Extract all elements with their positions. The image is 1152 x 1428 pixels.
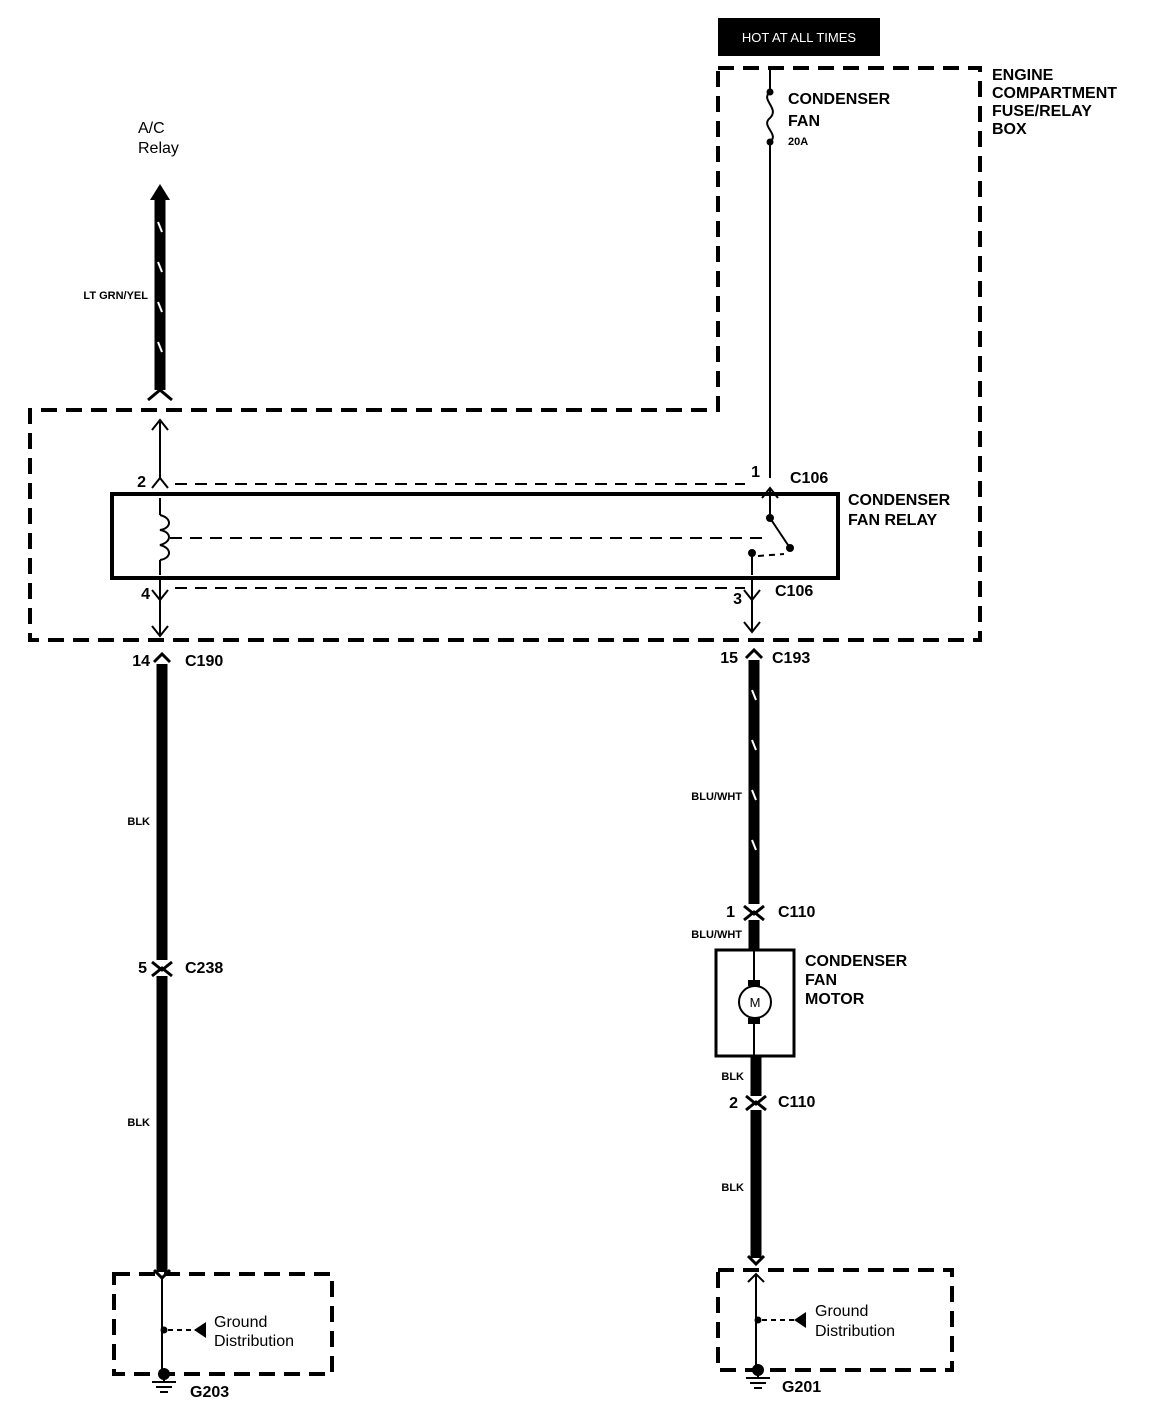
ac-relay-wire (147, 184, 173, 402)
c110-connector-bottom: C110 (778, 1094, 815, 1111)
wire-color-blk-2: BLK (127, 1117, 150, 1129)
c238-pin: 5 (138, 960, 147, 977)
svg-text:A/C: A/C (138, 120, 165, 137)
ground-g203-icon (152, 1368, 176, 1393)
svg-text:Ground: Ground (214, 1314, 267, 1331)
c110-pin-1: 1 (726, 904, 735, 921)
left-ground-distribution: Ground Distribution (160, 1278, 294, 1370)
c190-pin: 14 (132, 653, 150, 670)
relay-pin2-link (151, 418, 745, 489)
svg-text:ENGINE: ENGINE (992, 67, 1054, 84)
fuse-relay-box-title: ENGINE COMPARTMENT FUSE/RELAY BOX (992, 67, 1117, 138)
right-ground-wire (745, 1056, 767, 1267)
svg-text:COMPARTMENT: COMPARTMENT (992, 85, 1117, 102)
c110-pin-2: 2 (729, 1095, 738, 1112)
wire-color-blk-1: BLK (127, 816, 150, 828)
relay-pin-4: 4 (141, 586, 150, 603)
wire-color-blu-wht-1: BLU/WHT (691, 791, 742, 803)
svg-text:Distribution: Distribution (214, 1333, 294, 1350)
power-source-label: HOT AT ALL TIMES (742, 30, 856, 45)
relay-pin-1: 1 (751, 464, 760, 481)
wire-color-blk-3: BLK (721, 1071, 744, 1083)
relay-coil (159, 498, 770, 575)
svg-text:CONDENSER: CONDENSER (788, 91, 891, 108)
relay-pin-3: 3 (733, 591, 742, 608)
fuse-relay-box-outline (28, 66, 982, 642)
relay-pin-2: 2 (137, 474, 146, 491)
svg-text:FAN RELAY: FAN RELAY (848, 512, 938, 529)
svg-text:FAN: FAN (788, 113, 820, 130)
wire-color-blk-4: BLK (721, 1182, 744, 1194)
svg-text:M: M (750, 995, 761, 1010)
left-ground-wire (151, 651, 173, 1281)
condenser-fan-relay-box (110, 492, 840, 580)
svg-text:CONDENSER: CONDENSER (848, 492, 951, 509)
ground-g201-label: G201 (782, 1379, 821, 1396)
ground-g201-icon (746, 1364, 770, 1389)
motor-icon: M (738, 950, 772, 1056)
c110-connector-top: C110 (778, 904, 815, 921)
svg-text:MOTOR: MOTOR (805, 991, 865, 1008)
power-source-badge: HOT AT ALL TIMES (718, 18, 880, 56)
ac-relay-label: A/C Relay (138, 120, 179, 157)
fuse-label: CONDENSER FAN 20A (788, 91, 891, 148)
c238-connector: C238 (185, 960, 223, 977)
right-ground-distribution-box (716, 1268, 954, 1372)
c193-connector: C193 (772, 650, 810, 667)
svg-text:CONDENSER: CONDENSER (805, 953, 908, 970)
relay-switch (748, 486, 794, 575)
wire-color-lt-grn-yel: LT GRN/YEL (83, 290, 148, 302)
right-motor-wire (743, 647, 765, 950)
svg-text:20A: 20A (788, 136, 808, 148)
svg-text:Distribution: Distribution (815, 1323, 895, 1340)
c193-pin: 15 (720, 650, 738, 667)
relay-pin4-link (151, 580, 745, 638)
svg-text:Ground: Ground (815, 1303, 868, 1320)
relay-connector-c106-bottom: C106 (775, 583, 813, 600)
c190-connector: C190 (185, 653, 223, 670)
relay-pin3-link (743, 580, 761, 634)
relay-connector-c106-top: C106 (790, 470, 828, 487)
svg-text:BOX: BOX (992, 121, 1027, 138)
right-ground-distribution: Ground Distribution (747, 1272, 895, 1366)
wire-color-blu-wht-2: BLU/WHT (691, 929, 742, 941)
motor-label: CONDENSER FAN MOTOR (805, 953, 908, 1008)
left-ground-distribution-box (112, 1272, 334, 1376)
ground-g203-label: G203 (190, 1384, 229, 1401)
relay-label: CONDENSER FAN RELAY (848, 492, 951, 529)
svg-text:FUSE/RELAY: FUSE/RELAY (992, 103, 1092, 120)
svg-text:FAN: FAN (805, 972, 837, 989)
svg-text:Relay: Relay (138, 140, 179, 157)
condenser-fan-fuse (766, 70, 774, 478)
